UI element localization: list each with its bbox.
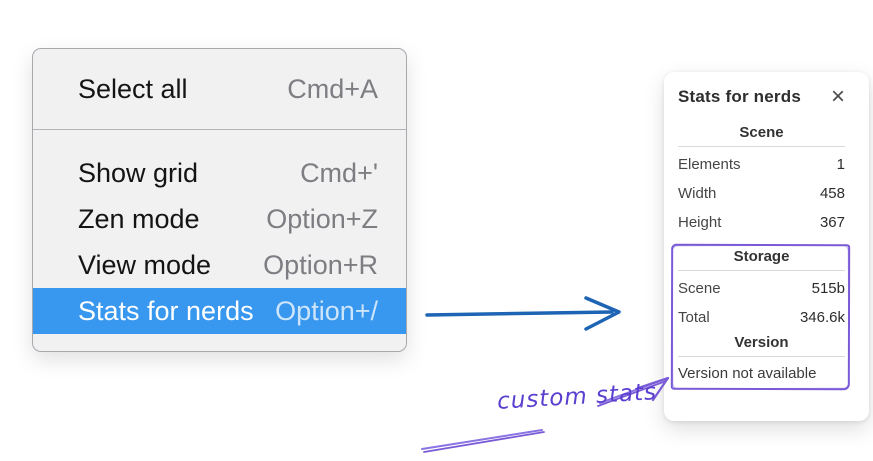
menu-item-shortcut: Cmd+A [287,73,378,104]
menu-item-label: Show grid [78,157,199,188]
stat-row-width: Width 458 [678,179,845,208]
purple-arrow-icon [421,376,670,453]
menu-item-show-grid[interactable]: Show grid Cmd+' [33,150,406,196]
stat-label: Elements [678,156,741,173]
menu-item-shortcut: Option+Z [266,203,378,234]
stat-label: Width [678,185,717,202]
stat-value: 346.6k [799,309,845,326]
menu-item-zen-mode[interactable]: Zen mode Option+Z [33,196,406,242]
menu-item-label: View mode [78,249,212,280]
version-section-header: Version [734,334,789,351]
menu-item-label: Zen mode [78,203,200,234]
stat-label: Scene [678,280,721,297]
menu-group: Show grid Cmd+' Zen mode Option+Z View m… [33,130,406,334]
divider [678,356,845,357]
divider [678,270,845,271]
storage-section-header: Storage [733,248,790,265]
stat-value: 515b [811,280,845,297]
menu-item-select-all[interactable]: Select all Cmd+A [33,61,406,117]
stat-label: Total [678,309,710,326]
divider [678,146,845,147]
stat-row-scene-size: Scene 515b [678,274,845,303]
stat-value: 1 [836,156,845,173]
menu-item-label: Select all [78,73,188,104]
custom-stats-group: Storage Scene 515b Total 346.6k Version … [670,243,851,391]
menu-item-stats-for-nerds[interactable]: Stats for nerds Option+/ [33,288,406,334]
menu-divider [33,129,406,130]
stat-label: Height [678,214,722,231]
context-menu: Select all Cmd+A Show grid Cmd+' Zen mod… [32,48,407,352]
scene-section-header: Scene [739,124,784,141]
menu-item-shortcut: Option+/ [275,295,378,326]
menu-item-view-mode[interactable]: View mode Option+R [33,242,406,288]
stats-panel-header: Stats for nerds × [678,84,845,110]
stats-panel: Stats for nerds × Scene Elements 1 Width… [664,72,869,421]
stat-row-height: Height 367 [678,208,845,237]
stats-panel-title: Stats for nerds [678,87,801,106]
menu-item-label: Stats for nerds [78,295,254,326]
stat-value: 458 [819,185,845,202]
version-note: Version not available [678,364,817,382]
stat-row-total-size: Total 346.6k [678,303,845,332]
stat-row-elements: Elements 1 [678,150,845,179]
menu-item-shortcut: Option+R [263,249,378,280]
blue-arrow-icon [425,296,621,331]
menu-item-shortcut: Cmd+' [300,157,378,188]
close-icon[interactable]: × [830,83,845,110]
stat-value: 367 [819,214,845,231]
